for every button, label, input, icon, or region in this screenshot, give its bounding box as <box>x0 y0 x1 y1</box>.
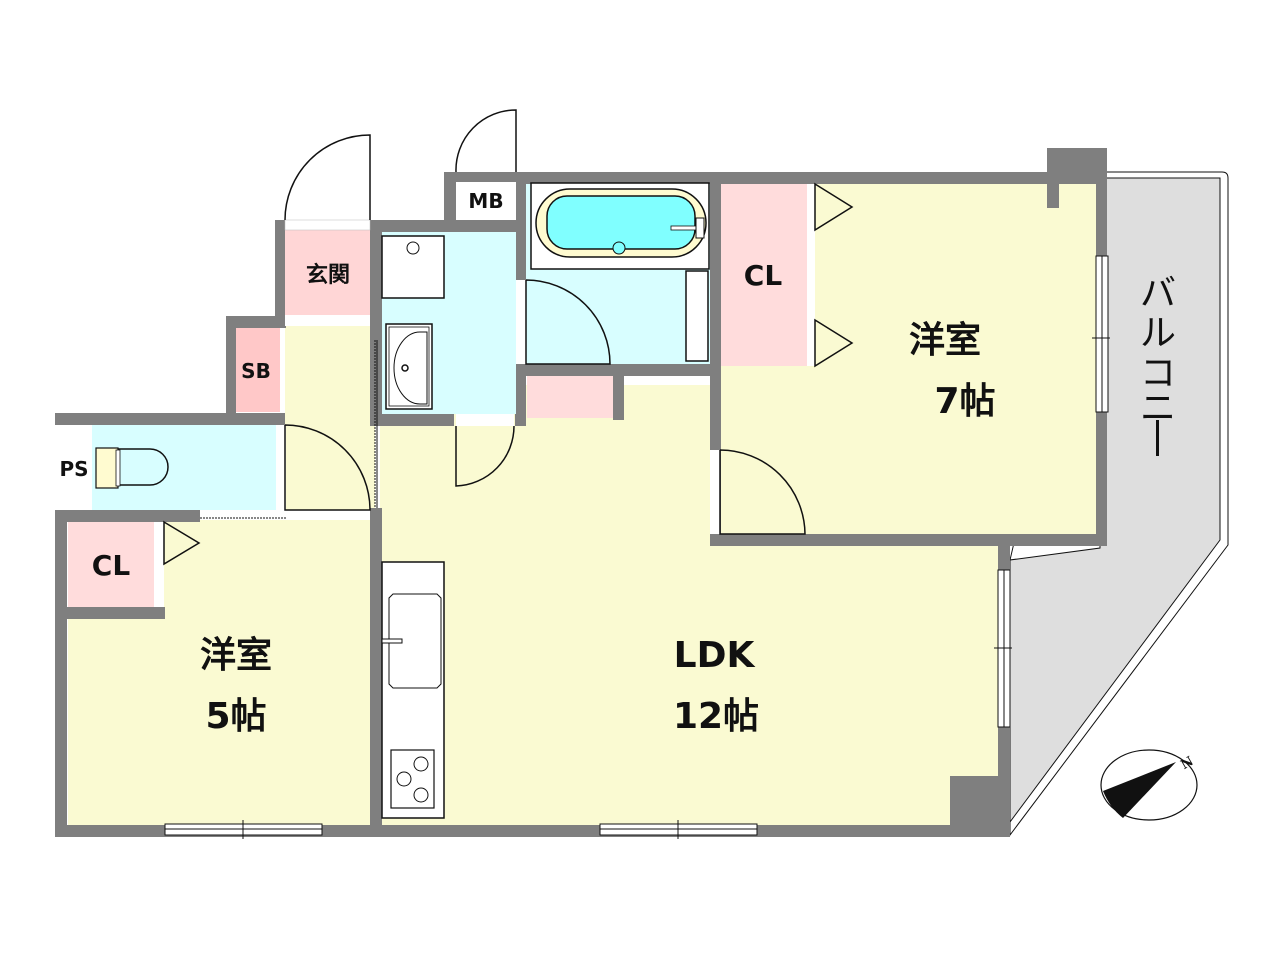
doors <box>163 109 854 566</box>
svg-text:バ: バ <box>1140 273 1176 314</box>
wash-basin-icon <box>385 323 433 410</box>
stove-burner-1 <box>413 756 429 772</box>
label-ldk-name: LDK <box>674 635 756 676</box>
entrance-door[interactable] <box>284 134 371 221</box>
label-mb: MB <box>468 189 503 213</box>
label-closet-top: CL <box>744 259 783 292</box>
bathtub-icon <box>530 182 710 362</box>
room7-door[interactable] <box>719 449 806 535</box>
toilet-icon <box>95 447 169 489</box>
kitchen-counter-icon <box>381 561 445 819</box>
label-western-7-size: 7帖 <box>934 381 995 422</box>
room-ldk <box>380 385 1000 825</box>
closet-top-door-1[interactable] <box>814 182 854 232</box>
room-genkan <box>285 230 370 315</box>
label-sb: SB <box>241 359 271 383</box>
mb-door[interactable] <box>455 109 517 173</box>
toilet-door[interactable] <box>284 424 371 511</box>
svg-text:コ: コ <box>1140 353 1176 394</box>
compass-needle <box>1103 762 1176 818</box>
bath-door[interactable] <box>525 279 611 365</box>
svg-text:ル: ル <box>1140 313 1176 354</box>
room-closet-top <box>721 184 807 366</box>
label-western-7-name: 洋室 <box>909 320 981 361</box>
room-toilet <box>92 425 277 510</box>
stove-burner-2 <box>396 771 412 787</box>
label-closet-left: CL <box>92 549 131 582</box>
washroom-door[interactable] <box>455 425 515 487</box>
label-genkan: 玄関 <box>306 262 350 288</box>
balcony-label: バ ル コ ニ <box>1140 273 1176 456</box>
room-mb <box>456 185 516 219</box>
label-ldk-size: 12帖 <box>673 696 759 737</box>
storage-niche <box>527 376 613 418</box>
stove-burner-3 <box>413 787 429 803</box>
closet-top-door-2[interactable] <box>814 318 854 368</box>
label-western-5-size: 5帖 <box>205 696 266 737</box>
closet-left-door[interactable] <box>163 520 201 566</box>
room-closet-left <box>68 522 154 607</box>
windows <box>164 255 1110 839</box>
label-western-5-name: 洋室 <box>200 635 272 676</box>
washing-machine-icon <box>381 235 445 299</box>
label-ps: PS <box>59 457 88 481</box>
room-sb <box>236 328 280 412</box>
compass-icon: N <box>1100 749 1198 821</box>
